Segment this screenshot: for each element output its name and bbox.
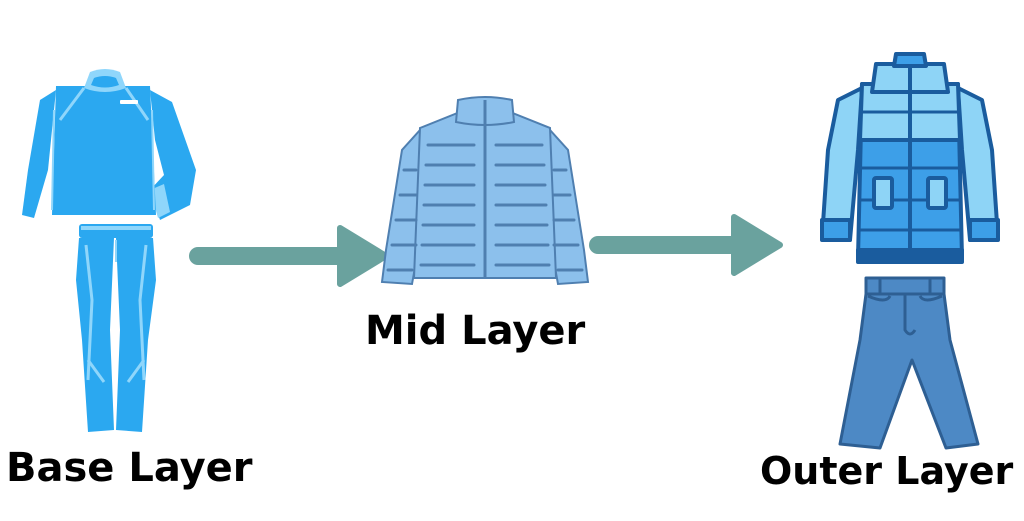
base-layer-top-icon	[22, 69, 196, 220]
outer-layer-parka-icon	[820, 52, 1000, 264]
base-layer-label: Base Layer	[6, 445, 253, 491]
outer-layer-jeans-icon	[838, 276, 980, 450]
base-layer-leggings-icon	[76, 224, 156, 432]
mid-layer-label: Mid Layer	[365, 308, 586, 354]
arrow-base-to-mid	[189, 225, 389, 287]
arrow-mid-to-outer	[589, 214, 783, 276]
mid-layer-jacket-icon	[380, 96, 590, 286]
outer-layer-label: Outer Layer	[760, 449, 1014, 493]
